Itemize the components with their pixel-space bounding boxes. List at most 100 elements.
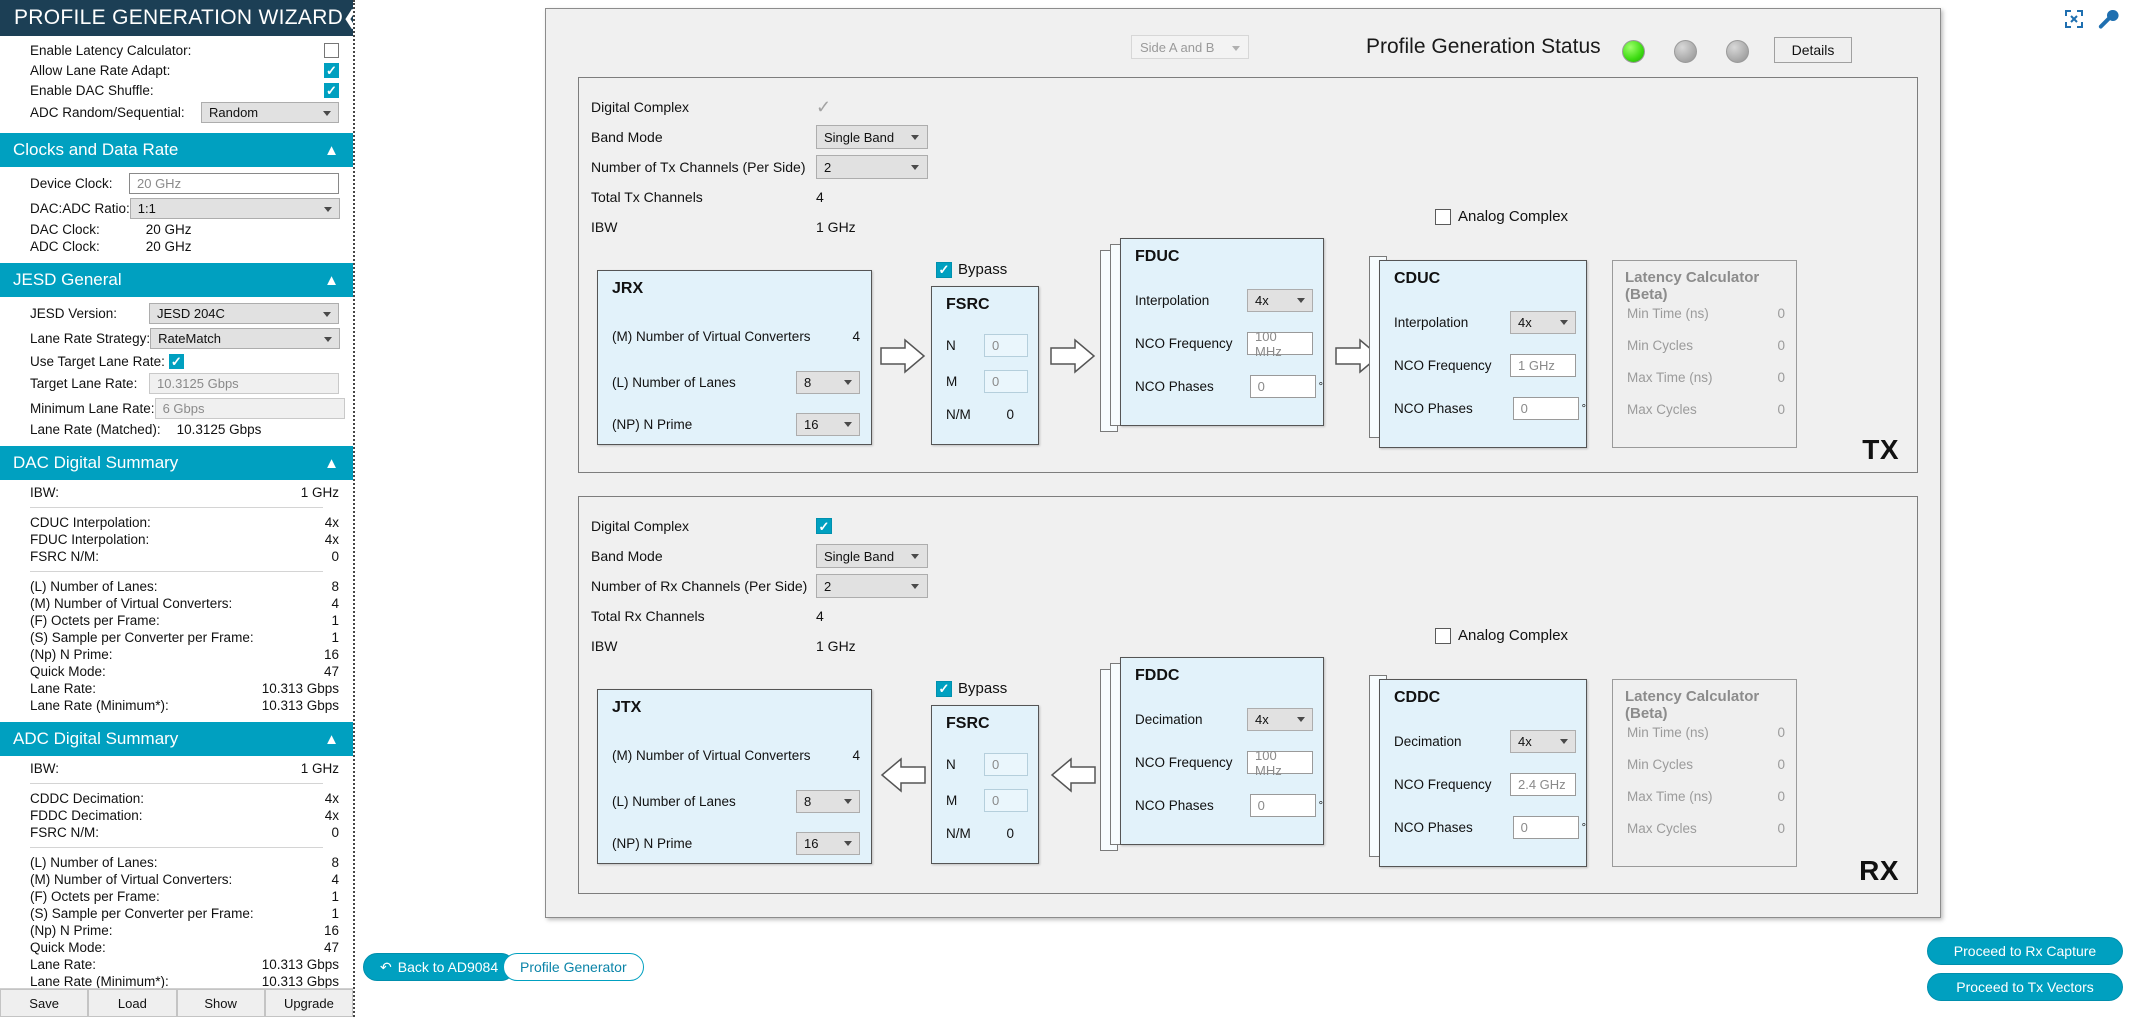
chevron-up-icon[interactable]: ▲: [324, 141, 339, 159]
chevron-left-icon[interactable]: ❮: [343, 7, 353, 30]
section-header-dac-digital-summary[interactable]: DAC Digital Summary ▲: [0, 446, 353, 480]
proceed-to-tx-vectors-button[interactable]: Proceed to Tx Vectors: [1927, 973, 2123, 1001]
allow-lane-rate-adapt-checkbox[interactable]: [324, 62, 339, 78]
jrx-title: JRX: [612, 280, 644, 297]
tx-band-mode-row[interactable]: Band Mode Single Band: [591, 122, 928, 152]
field-target-lane-rate[interactable]: Target Lane Rate: 10.3125 Gbps: [0, 371, 353, 396]
rx-digital-complex-checkbox[interactable]: [816, 518, 832, 534]
field-minimum-lane-rate[interactable]: Minimum Lane Rate: 6 Gbps: [0, 396, 353, 421]
rx-analog-complex-checkbox[interactable]: [1435, 627, 1451, 644]
fddc-nco-frequency-input[interactable]: 100 MHz: [1247, 748, 1313, 778]
profile-generator-tab[interactable]: Profile Generator: [503, 953, 644, 981]
use-target-lane-rate-checkbox[interactable]: [168, 353, 184, 369]
save-button[interactable]: Save: [0, 989, 89, 1017]
config-label: Band Mode: [591, 548, 663, 564]
rx-digital-complex-row[interactable]: Digital Complex: [591, 511, 928, 541]
upgrade-button[interactable]: Upgrade: [264, 989, 353, 1017]
tx-analog-complex-checkbox[interactable]: [1435, 208, 1451, 225]
back-to-ad9084-button[interactable]: ↶ Back to AD9084: [363, 953, 516, 981]
cduc-interpolation-select[interactable]: 4x: [1510, 311, 1576, 334]
jtx-lanes-select[interactable]: 8: [796, 790, 860, 813]
tx-latency-label: Max Cycles: [1627, 402, 1697, 417]
chevron-up-icon[interactable]: ▲: [324, 271, 339, 289]
expand-arrows-icon[interactable]: [2063, 8, 2085, 30]
rx-num-channels-select[interactable]: 2: [816, 574, 928, 598]
section-header-clocks-and-data-rate[interactable]: Clocks and Data Rate ▲: [0, 133, 353, 167]
section-header-jesd-general[interactable]: JESD General ▲: [0, 263, 353, 297]
jrx-nprime-select[interactable]: 16: [796, 413, 860, 436]
fddc-decimation-select[interactable]: 4x: [1247, 708, 1313, 731]
rx-band-mode-select[interactable]: Single Band: [816, 544, 928, 568]
option-allow-lane-rate-adapt[interactable]: Allow Lane Rate Adapt:: [0, 60, 353, 80]
adc-random-sequential-select[interactable]: Random: [201, 102, 339, 123]
fduc-nco-frequency-input[interactable]: 100 MHz: [1247, 329, 1313, 359]
cddc-decimation-select[interactable]: 4x: [1510, 730, 1576, 753]
chevron-up-icon[interactable]: ▲: [324, 454, 339, 472]
option-adc-random-sequential[interactable]: ADC Random/Sequential: Random: [0, 100, 353, 125]
option-enable-latency-calculator[interactable]: Enable Latency Calculator:: [0, 40, 353, 60]
sidebar-scroll-area[interactable]: Enable Latency Calculator: Allow Lane Ra…: [0, 36, 353, 988]
jtx-nprime-select[interactable]: 16: [796, 832, 860, 855]
section-body-adc-summary: IBW: 1 GHz CDDC Decimation: 4x FDDC Deci…: [0, 756, 353, 988]
field-label: DAC:ADC Ratio:: [30, 201, 130, 216]
rx-band-mode-row[interactable]: Band Mode Single Band: [591, 541, 928, 571]
field-dac-adc-ratio[interactable]: DAC:ADC Ratio: 1:1: [0, 196, 353, 221]
rx-fsrc-n-input[interactable]: 0: [984, 753, 1028, 776]
fduc-interp-label: Interpolation: [1135, 293, 1210, 308]
config-label: Number of Rx Channels (Per Side): [591, 578, 808, 594]
cddc-nco-phases-input[interactable]: 0: [1512, 816, 1579, 839]
side-select[interactable]: Side A and B: [1131, 35, 1249, 59]
device-clock-input[interactable]: 20 GHz: [129, 173, 339, 194]
cddc-nco-frequency-input[interactable]: 2.4 GHz: [1510, 773, 1576, 796]
field-lane-rate-strategy[interactable]: Lane Rate Strategy: RateMatch: [0, 326, 353, 351]
field-label: DAC Clock:: [30, 222, 100, 237]
fddc-nco-phases-input[interactable]: 0: [1249, 794, 1316, 817]
tx-bypass-row[interactable]: Bypass: [936, 261, 1007, 278]
rx-latency-calculator: Latency Calculator (Beta) Min Time (ns) …: [1612, 679, 1797, 867]
enable-dac-shuffle-checkbox[interactable]: [324, 82, 339, 98]
cduc-nco-phases-input[interactable]: 0: [1512, 397, 1579, 420]
tx-fsrc-m-label: M: [946, 374, 958, 389]
fduc-nco-phases-label: NCO Phases: [1135, 379, 1214, 394]
wrench-icon[interactable]: [2097, 8, 2119, 30]
field-jesd-version[interactable]: JESD Version: JESD 204C: [0, 301, 353, 326]
dac-adc-ratio-select[interactable]: 1:1: [129, 198, 340, 219]
tx-analog-complex-row[interactable]: Analog Complex: [1435, 208, 1568, 225]
tx-num-channels-select[interactable]: 2: [816, 155, 928, 179]
field-use-target-lane-rate[interactable]: Use Target Lane Rate:: [0, 351, 353, 371]
load-button[interactable]: Load: [88, 989, 177, 1017]
target-lane-rate-input[interactable]: 10.3125 Gbps: [149, 373, 339, 394]
cduc-nco-frequency-input[interactable]: 1 GHz: [1510, 354, 1576, 377]
rx-fsrc-m-input[interactable]: 0: [984, 789, 1028, 812]
option-enable-dac-shuffle[interactable]: Enable DAC Shuffle:: [0, 80, 353, 100]
tx-fsrc-n-input[interactable]: 0: [984, 334, 1028, 357]
field-device-clock[interactable]: Device Clock: 20 GHz: [0, 171, 353, 196]
tx-num-channels-row[interactable]: Number of Tx Channels (Per Side) 2: [591, 152, 928, 182]
chevron-up-icon[interactable]: ▲: [324, 730, 339, 748]
rx-bypass-row[interactable]: Bypass: [936, 680, 1007, 697]
details-button[interactable]: Details: [1774, 37, 1852, 63]
fduc-nco-phases-input[interactable]: 0: [1249, 375, 1316, 398]
field-label: Device Clock:: [30, 176, 113, 191]
rx-analog-complex-row[interactable]: Analog Complex: [1435, 627, 1568, 644]
enable-latency-calculator-checkbox[interactable]: [324, 42, 339, 58]
jtx-np-label: (NP) N Prime: [612, 836, 693, 851]
show-button[interactable]: Show: [176, 989, 265, 1017]
summary-label: FSRC N/M:: [30, 825, 99, 840]
summary-label: Quick Mode:: [30, 940, 106, 955]
fduc-interpolation-select[interactable]: 4x: [1247, 289, 1313, 312]
jesd-version-select[interactable]: JESD 204C: [149, 303, 339, 324]
tx-band-mode-select[interactable]: Single Band: [816, 125, 928, 149]
minimum-lane-rate-input[interactable]: 6 Gbps: [154, 398, 345, 419]
tx-fsrc-m-input[interactable]: 0: [984, 370, 1028, 393]
rx-bypass-checkbox[interactable]: [936, 680, 952, 697]
section-header-adc-digital-summary[interactable]: ADC Digital Summary ▲: [0, 722, 353, 756]
config-label: Digital Complex: [591, 99, 690, 115]
proceed-to-rx-capture-button[interactable]: Proceed to Rx Capture: [1927, 937, 2123, 965]
jrx-lanes-select[interactable]: 8: [796, 371, 860, 394]
tx-digital-complex-row[interactable]: Digital Complex ✓: [591, 92, 928, 122]
lane-rate-strategy-select[interactable]: RateMatch: [150, 328, 341, 349]
field-label: Minimum Lane Rate:: [30, 401, 155, 416]
rx-num-channels-row[interactable]: Number of Rx Channels (Per Side) 2: [591, 571, 928, 601]
tx-bypass-checkbox[interactable]: [936, 261, 952, 278]
